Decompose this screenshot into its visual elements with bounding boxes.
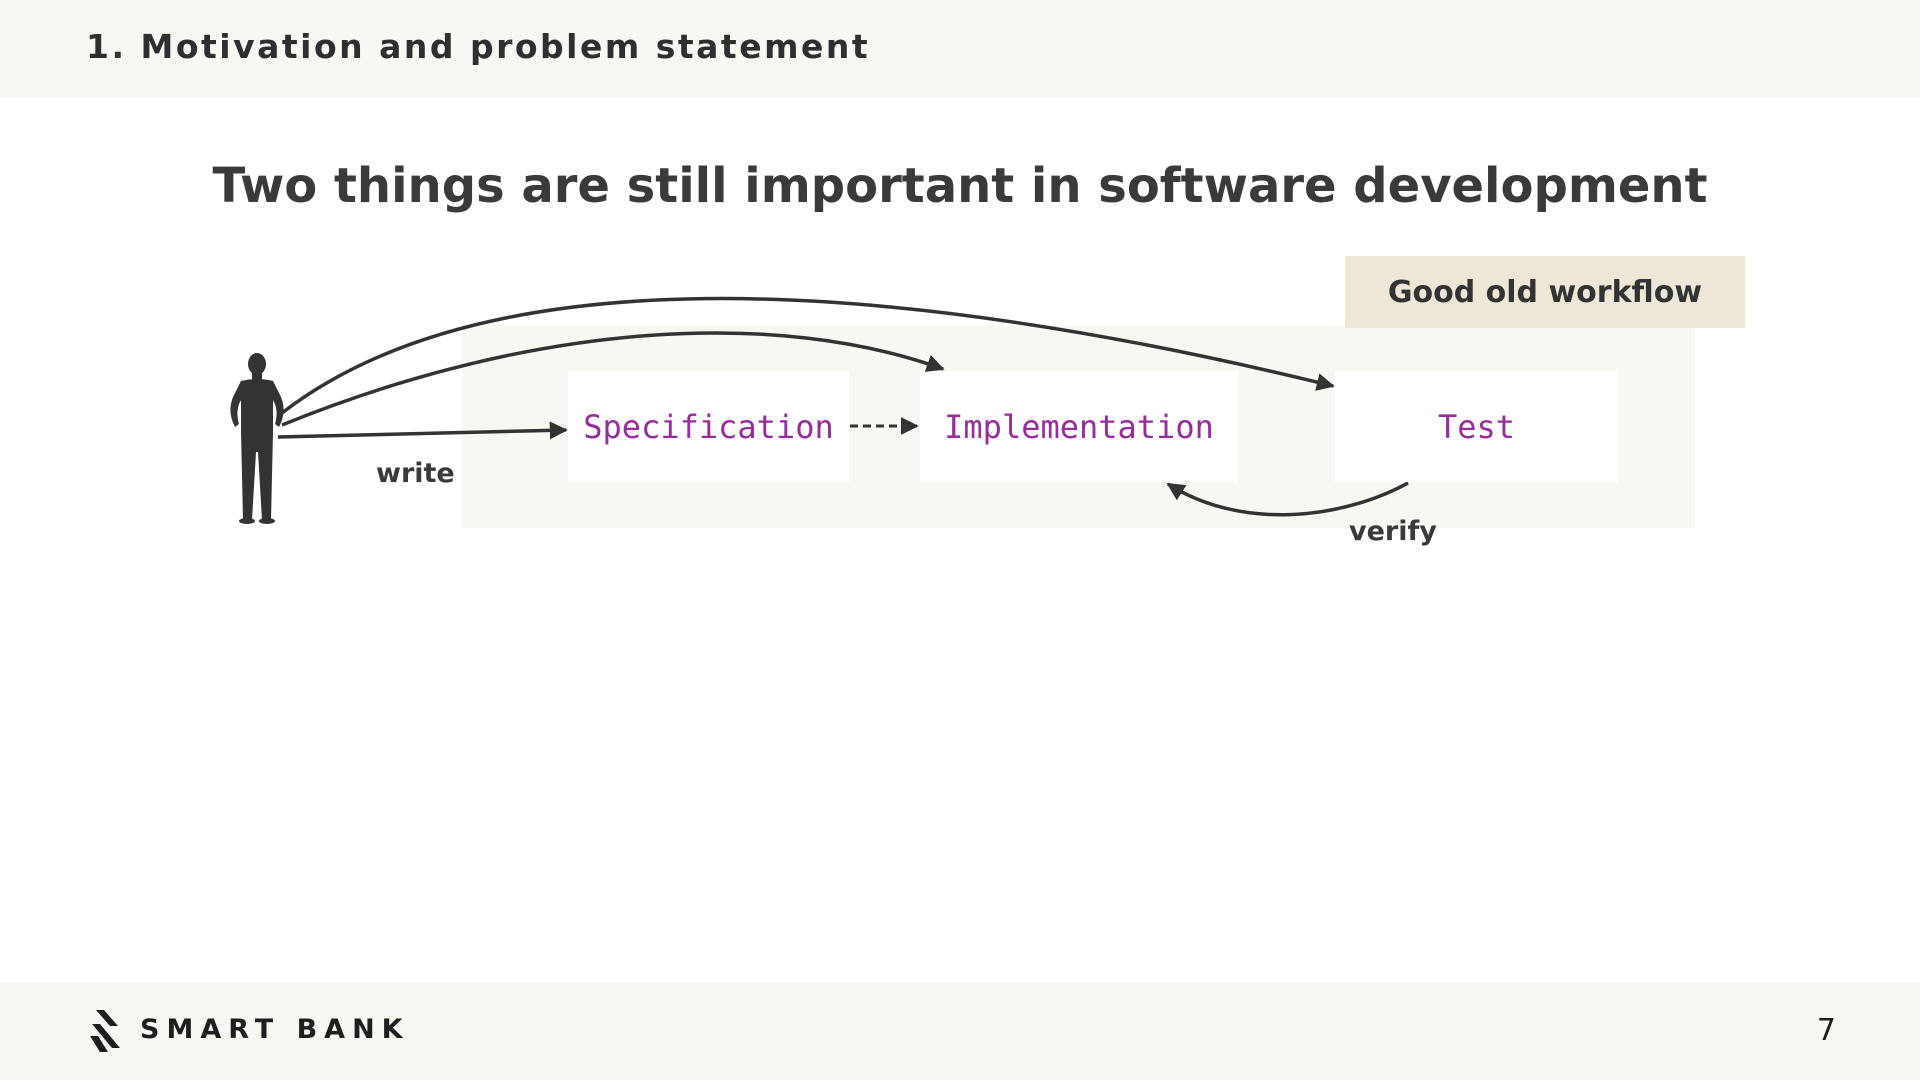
- section-title: 1. Motivation and problem statement: [86, 27, 871, 66]
- edge-label-verify: verify: [1349, 516, 1437, 547]
- person-silhouette-icon: [230, 353, 284, 524]
- slide-title: Two things are still important in softwa…: [212, 158, 1708, 214]
- logo-text: SMART BANK: [140, 1014, 410, 1045]
- node-specification: Specification: [568, 371, 849, 482]
- node-test: Test: [1335, 371, 1618, 482]
- page-number: 7: [1816, 1013, 1836, 1048]
- edge-label-write: write: [376, 458, 455, 489]
- footer-bar: [0, 983, 1920, 1080]
- node-implementation: Implementation: [920, 371, 1238, 482]
- workflow-tag: Good old workflow: [1345, 256, 1745, 328]
- header-bar: [0, 0, 1920, 97]
- smartbank-logo-icon: [90, 1010, 120, 1052]
